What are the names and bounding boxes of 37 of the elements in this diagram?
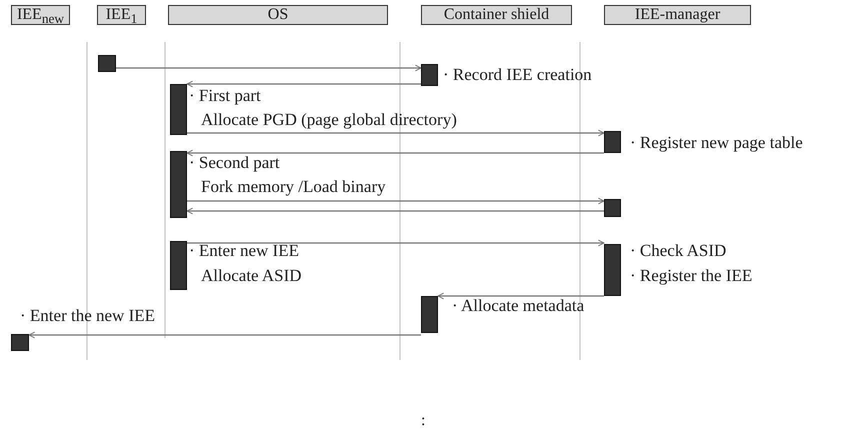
activation-bar <box>604 199 621 217</box>
message-arrow <box>186 208 604 214</box>
message-arrow <box>116 64 422 72</box>
step-note: · Enter the new IEE <box>20 306 155 325</box>
message-arrow <box>186 80 421 88</box>
message-arrow <box>187 130 604 136</box>
participant-header: OS <box>168 5 388 25</box>
step-note: · Check ASID <box>630 241 726 260</box>
activation-bar <box>421 64 438 86</box>
step-note: · Register new page table <box>630 133 803 152</box>
activation-bar <box>170 84 187 135</box>
step-note: · First part <box>189 86 261 105</box>
step-note: Fork memory /Load binary <box>201 177 386 196</box>
note-text: : <box>421 412 426 429</box>
activation-bar <box>98 55 116 72</box>
message-arrow <box>186 150 604 156</box>
activation-bar <box>421 296 438 333</box>
message-arrow <box>438 292 604 300</box>
step-note: Allocate ASID <box>201 266 302 285</box>
participant-header: IEE-manager <box>604 5 751 25</box>
activation-bar <box>170 241 187 290</box>
activation-bar <box>170 151 187 218</box>
step-note: · Allocate metadata <box>452 296 584 315</box>
step-note: · Register the IEE <box>630 266 752 285</box>
activation-bar <box>604 131 621 153</box>
participant-header: Container shield <box>421 5 572 25</box>
step-note: · Enter new IEE <box>189 241 299 260</box>
activation-bar <box>11 334 29 351</box>
step-note: · Record IEE creation <box>443 65 592 84</box>
step-note: Allocate PGD (page global directory) <box>201 110 457 129</box>
participant-header: IEE$_{new}$ <box>11 5 70 25</box>
activation-bar <box>604 244 621 296</box>
message-arrow <box>28 332 421 338</box>
step-note: · Second part <box>189 153 280 172</box>
message-arrow <box>187 198 604 204</box>
participant-header: IEE$_{1}$ <box>97 5 146 25</box>
message-arrow <box>187 240 604 246</box>
